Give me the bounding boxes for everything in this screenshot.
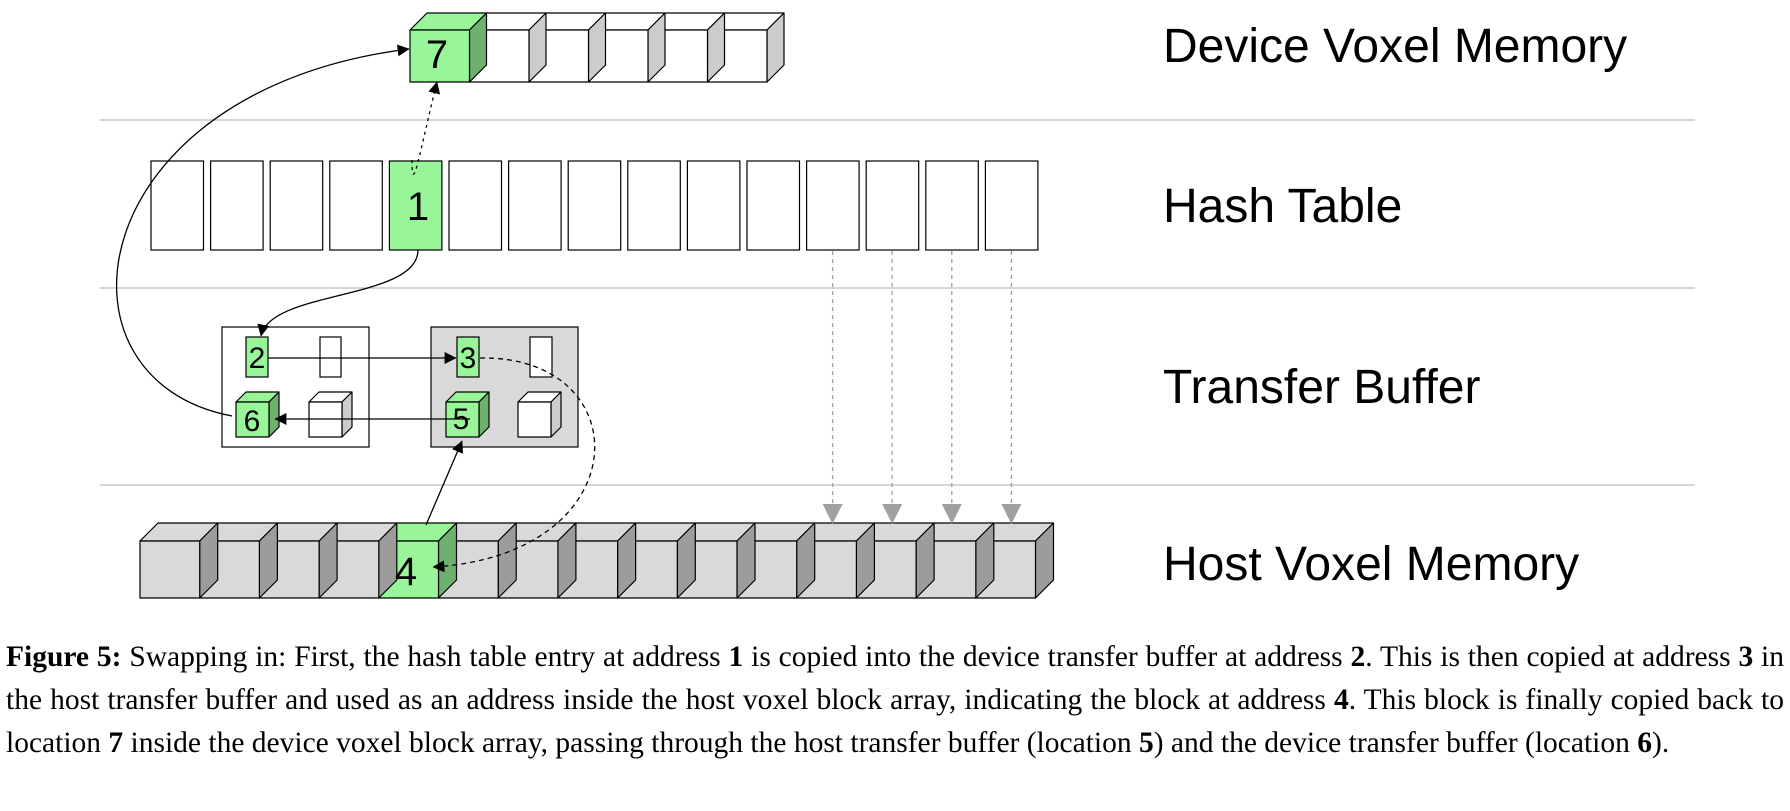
address-3-label: 3 <box>460 342 477 375</box>
hash-entry <box>269 160 324 251</box>
hash-entry <box>805 160 860 251</box>
caption-address: 2 <box>1350 641 1366 673</box>
hash-entry <box>210 160 264 251</box>
hash-entry <box>329 160 383 251</box>
device-voxel-memory-row <box>409 12 785 83</box>
address-4-label: 4 <box>395 550 417 594</box>
hash-entry <box>627 160 681 251</box>
arrow-4-to-5 <box>425 440 464 526</box>
transfer-buffer-label: Transfer Buffer <box>1163 361 1480 414</box>
caption-address: 1 <box>728 641 744 673</box>
caption-text: ) and the device transfer buffer (locati… <box>1153 727 1638 759</box>
caption-text: inside the device voxel block array, pas… <box>123 727 1139 759</box>
caption-address: 6 <box>1637 727 1652 759</box>
hash-entry <box>686 160 741 251</box>
host-buffer-block-empty <box>517 391 562 438</box>
figure-caption: Figure 5: Swapping in: First, the hash t… <box>6 636 1784 765</box>
address-1-label: 1 <box>407 185 429 229</box>
device-voxel-memory-label: Device Voxel Memory <box>1163 20 1627 73</box>
arrow-3-to-4 <box>432 357 596 573</box>
host-voxel-memory-row <box>139 522 1055 599</box>
hash-entry <box>448 160 503 251</box>
caption-address: 4 <box>1333 684 1349 716</box>
address-7-label: 7 <box>426 33 448 77</box>
caption-text: Swapping in: First, the hash table entry… <box>121 641 729 673</box>
device-buffer-block-6 <box>235 391 280 438</box>
host-block <box>796 522 876 599</box>
host-buffer-block-5 <box>445 391 490 438</box>
device-buffer-entry-empty <box>319 336 342 378</box>
hash-entry <box>508 160 562 251</box>
caption-figure-label: Figure 5: <box>6 641 122 673</box>
caption-address: 3 <box>1738 641 1754 673</box>
host-buffer-blocks <box>445 391 562 438</box>
arrow-1-to-2 <box>257 249 419 337</box>
host-block <box>139 522 219 599</box>
device-buffer-block-empty <box>308 391 353 438</box>
hash-entry-1 <box>388 160 443 251</box>
hash-entry <box>865 160 920 251</box>
caption-text: . This is then copied at address <box>1365 641 1739 673</box>
hash-entry <box>567 160 622 251</box>
hash-table-row <box>150 160 1039 251</box>
caption-address: 5 <box>1138 727 1154 759</box>
caption-address: 7 <box>108 727 124 759</box>
hash-entry <box>150 160 205 251</box>
device-buffer-entry-2 <box>245 336 269 378</box>
host-buffer-entry-empty <box>529 336 553 378</box>
arrows <box>116 44 596 573</box>
swap-in-diagram: Device Voxel Memory Hash Table Transfer … <box>100 12 1695 599</box>
hash-entry <box>984 160 1039 251</box>
host-buffer-entry-3 <box>456 336 480 378</box>
address-2-label: 2 <box>249 342 266 375</box>
address-6-label: 6 <box>244 405 261 438</box>
hash-entry <box>925 160 979 251</box>
caption-text: in the host transfer buffer and used as … <box>6 641 1784 716</box>
host-voxel-memory-label: Host Voxel Memory <box>1163 538 1579 591</box>
arrow-hash-to-device <box>411 81 441 175</box>
caption-text: is copied into the device transfer buffe… <box>743 641 1351 673</box>
caption-text: . This block is finally copied back to l… <box>6 684 1784 759</box>
hash-to-host-arrows <box>822 251 1022 524</box>
device-block-7 <box>409 12 488 83</box>
hash-table-label: Hash Table <box>1163 180 1402 233</box>
arrow-6-to-7 <box>116 44 410 417</box>
hash-entry <box>746 160 801 251</box>
caption-text: ). <box>1652 727 1670 759</box>
